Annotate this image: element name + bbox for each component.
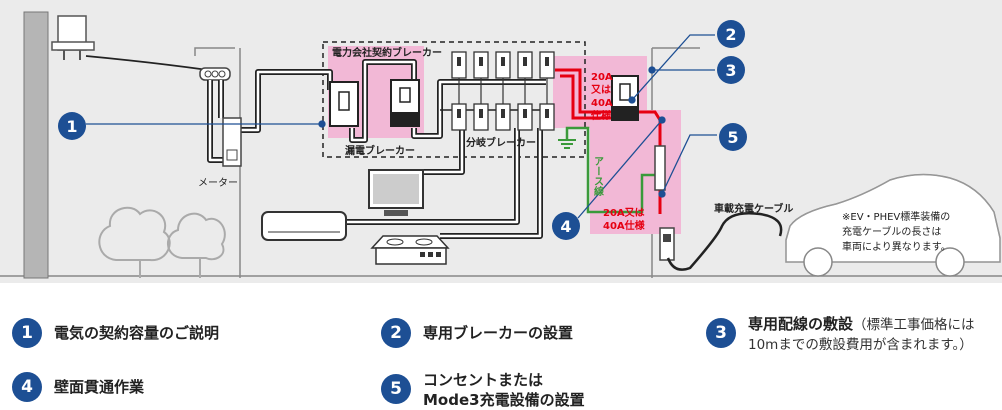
meter — [222, 117, 242, 167]
marker-2: 2 — [717, 20, 745, 48]
spec-top-line-1: 20A — [591, 72, 613, 83]
svg-text:1: 1 — [66, 117, 77, 136]
car-note-line-1: ※EV・PHEV標準装備の — [842, 210, 950, 223]
ev-outlet — [659, 227, 675, 261]
spec-top-line-3: 40A — [591, 98, 613, 109]
legend-number: 4 — [12, 372, 42, 402]
svg-text:5: 5 — [727, 128, 738, 147]
charging-cable — [666, 212, 783, 271]
svg-text:3: 3 — [725, 61, 736, 80]
legend-number: 3 — [706, 318, 736, 348]
car-note-line-2: 充電ケーブルの長さは — [842, 225, 941, 238]
svg-text:2: 2 — [725, 25, 736, 44]
charging-cable-label: 車載充電ケーブル — [714, 202, 793, 215]
legend-label-line-2: Mode3充電設備の設置 — [423, 391, 585, 409]
branch-feed-lines — [458, 78, 548, 104]
legend-label: コンセントまたは Mode3充電設備の設置 — [423, 370, 585, 410]
contract-breaker — [329, 81, 359, 127]
legend-item-3: 3 専用配線の敷設（標準工事価格には 10mまでの敷設費用が含まれます。） — [706, 314, 975, 355]
spec-top-line-2: 又は — [590, 84, 611, 96]
leakage-breaker — [390, 79, 420, 127]
insulator — [199, 67, 231, 81]
ih-cooktop — [370, 235, 450, 265]
marker-leaders — [86, 34, 717, 219]
meter-label: メーター — [198, 177, 238, 189]
legend-number: 1 — [12, 318, 42, 348]
car — [785, 173, 1001, 277]
distribution-board — [322, 41, 586, 158]
leakage-breaker-label: 漏電ブレーカー — [345, 144, 415, 157]
utility-pole — [23, 11, 95, 279]
legend-label: 専用配線の敷設（標準工事価格には 10mまでの敷設費用が含まれます。） — [748, 314, 975, 355]
service-drop-line — [85, 55, 209, 71]
marker-1: 1 — [58, 112, 86, 140]
spec-bottom-line-2: 40A仕様 — [603, 219, 646, 232]
legend-label-line-1: コンセントまたは — [423, 371, 544, 389]
television — [368, 169, 424, 216]
legend-label: 専用ブレーカーの設置 — [423, 324, 574, 342]
branch-breaker-label: 分岐ブレーカー — [466, 136, 536, 149]
trees — [98, 206, 226, 278]
legend-number: 5 — [381, 374, 411, 404]
legend-item-1: 1 電気の契約容量のご説明 — [12, 318, 219, 348]
legend-label: 壁面貫通作業 — [54, 378, 145, 396]
legend-item-5: 5 コンセントまたは Mode3充電設備の設置 — [381, 370, 585, 410]
house-wiring — [207, 59, 546, 239]
diagram-canvas: 1 2 3 4 5 電力会社契約ブレーカー 漏電ブレーカー 分岐ブレーカー メー… — [0, 0, 1002, 283]
marker-4: 4 — [552, 212, 580, 240]
contract-breaker-label: 電力会社契約ブレーカー — [332, 46, 442, 59]
car-note-line-3: 車両により異なります。 — [842, 240, 951, 253]
wall-highlight — [590, 110, 681, 234]
earth-wire — [558, 126, 658, 214]
legend-item-2: 2 専用ブレーカーの設置 — [381, 318, 573, 348]
air-conditioner — [261, 211, 347, 241]
spec-bottom-line-1: 20A又は — [603, 207, 645, 219]
wall-penetration — [654, 145, 666, 191]
marker-3: 3 — [717, 56, 745, 84]
legend-label-main: 専用配線の敷設 — [748, 315, 854, 333]
marker-5: 5 — [719, 123, 747, 151]
spec-top-line-4: 仕様 — [590, 109, 612, 122]
earth-wire-label: アース線 — [592, 156, 604, 197]
branch-breaker-toggles — [457, 57, 549, 118]
legend-label: 電気の契約容量のご説明 — [54, 324, 220, 342]
legend-note-line-1: （標準工事価格には — [853, 317, 975, 333]
svg-text:4: 4 — [560, 217, 571, 236]
legend-number: 2 — [381, 318, 411, 348]
legend-item-4: 4 壁面貫通作業 — [12, 372, 144, 402]
legend-note-line-2: 10mまでの敷設費用が含まれます。） — [748, 337, 973, 353]
